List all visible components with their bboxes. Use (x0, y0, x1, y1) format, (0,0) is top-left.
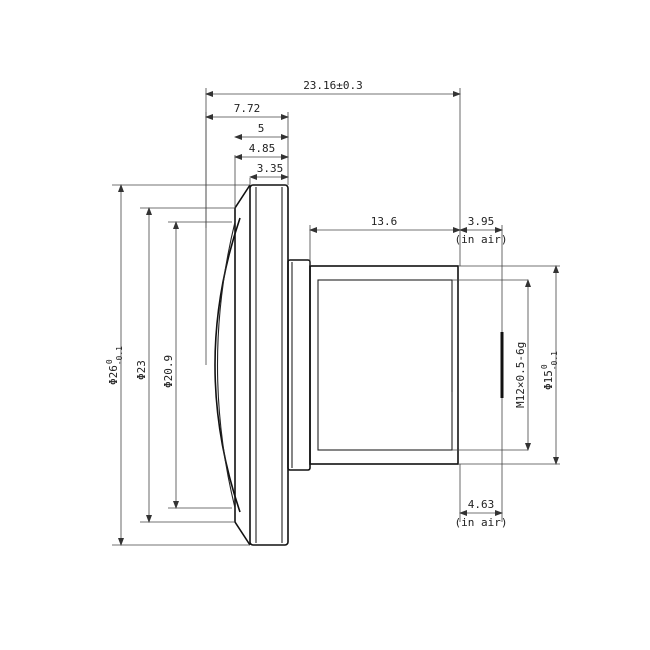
dim-dia-26: Φ260-0.1 (105, 184, 124, 546)
label-7-72: 7.72 (234, 102, 261, 115)
dim-13-6: 13.6 (309, 215, 461, 233)
front-bezel (234, 184, 251, 546)
label-13-6: 13.6 (371, 215, 398, 228)
thread-barrel (309, 265, 459, 465)
dim-7-72: 7.72 (205, 102, 289, 120)
dim-dia-23: Φ23 (135, 207, 152, 523)
label-3-95: 3.95 (468, 215, 495, 228)
step-ring (287, 259, 311, 471)
dim-3-35: 3.35 (249, 162, 289, 180)
label-dia-20-9: Φ20.9 (162, 355, 175, 388)
dim-3-95: 3.95 (in air) (455, 215, 508, 246)
dome-inner-edge (216, 221, 236, 509)
label-dia-23: Φ23 (135, 360, 148, 380)
label-5: 5 (258, 122, 265, 135)
label-thread: M12×0.5-6g (514, 342, 527, 408)
dim-dia-20-9: Φ20.9 (162, 221, 179, 509)
dim-4-63: 4.63 (in air) (455, 498, 508, 529)
label-overall-length: 23.16±0.3 (303, 79, 363, 92)
note-3-95-in-air: (in air) (455, 233, 508, 246)
lens-body (214, 184, 504, 546)
label-3-35: 3.35 (257, 162, 284, 175)
label-4-85: 4.85 (249, 142, 276, 155)
barrel-inner (317, 279, 453, 451)
dim-dia-15: Φ150-0.1 (540, 265, 559, 465)
front-dome-glass (214, 217, 241, 513)
dim-5: 5 (234, 122, 289, 140)
label-4-63: 4.63 (468, 498, 495, 511)
note-4-63-in-air: (in air) (455, 516, 508, 529)
dim-4-85: 4.85 (234, 142, 289, 160)
dim-thread: M12×0.5-6g (514, 279, 531, 451)
dim-overall-length: 23.16±0.3 (205, 79, 461, 97)
label-dia-15: Φ150-0.1 (540, 351, 559, 390)
extension-lines (112, 88, 560, 546)
label-dia-26: Φ260-0.1 (105, 346, 124, 385)
